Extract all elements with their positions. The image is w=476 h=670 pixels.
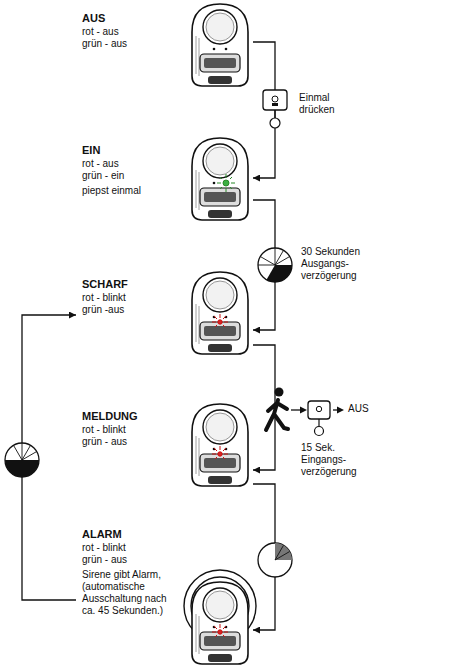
led-blink bbox=[212, 314, 228, 327]
state-detect: MELDUNGrot - blinkt grün - aus bbox=[76, 402, 253, 488]
led-blink bbox=[212, 624, 228, 637]
led-blink bbox=[212, 446, 228, 459]
state-title: MELDUNG bbox=[82, 410, 138, 423]
state-title: SCHARF bbox=[82, 278, 128, 291]
timer-pie bbox=[258, 248, 292, 282]
transition-label: 15 Sek. Eingangs- verzögerung bbox=[300, 442, 366, 478]
timer-pie bbox=[258, 543, 292, 577]
switch-off-label: AUS bbox=[347, 403, 370, 415]
led-glow bbox=[217, 174, 235, 192]
state-off: AUSrot - aus grün - aus bbox=[76, 4, 253, 88]
transition-label: Einmal drücken bbox=[298, 92, 345, 116]
state-title: ALARM bbox=[82, 528, 122, 541]
state-title: AUS bbox=[82, 12, 105, 25]
state-on: EINrot - aus grün - ein piepst einmal bbox=[76, 136, 253, 222]
detector-device bbox=[192, 404, 248, 486]
detector-device bbox=[192, 138, 248, 220]
state-armed: SCHARFrot - blinkt grün -aus bbox=[76, 270, 253, 356]
detector-device bbox=[192, 272, 248, 354]
timer-pie bbox=[5, 443, 39, 477]
state-alarm: ALARMrot - blinkt grün - ausSirene gibt … bbox=[76, 520, 253, 666]
state-description: rot - aus grün - aus bbox=[82, 26, 134, 50]
walking-person bbox=[266, 388, 288, 431]
state-title: EIN bbox=[82, 144, 100, 157]
state-description: rot - aus grün - ein bbox=[82, 158, 134, 182]
state-description: rot - blinkt grün - aus bbox=[82, 424, 134, 448]
state-description: rot - blinkt grün - aus bbox=[82, 542, 134, 566]
disarm-branch bbox=[291, 401, 344, 436]
state-description: piepst einmal bbox=[82, 185, 182, 197]
detector-device bbox=[192, 4, 248, 86]
remote-control bbox=[263, 90, 287, 128]
transition-label: 30 Sekunden Ausgangs- verzögerung bbox=[300, 246, 366, 282]
detector-device bbox=[192, 582, 248, 664]
state-description: rot - blinkt grün -aus bbox=[82, 292, 134, 316]
state-description: Sirene gibt Alarm, (automatische Ausscha… bbox=[82, 569, 178, 617]
